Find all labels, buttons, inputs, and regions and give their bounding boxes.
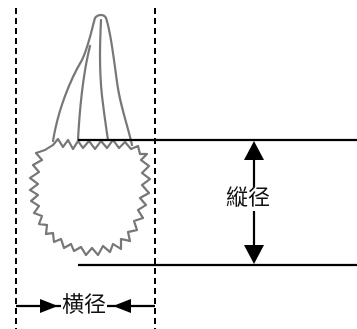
inner-right-ridge	[98, 18, 110, 142]
specimen-outline	[28, 13, 152, 257]
down-arrow-icon	[244, 245, 264, 264]
frilly-base-outline	[28, 137, 152, 257]
upper-outline	[51, 13, 134, 147]
inner-left-ridge	[76, 44, 92, 142]
horizontal-diameter-label: 横径	[61, 293, 108, 318]
left-arrow-icon	[113, 299, 131, 313]
vertical-diameter-label: 縦径	[224, 186, 273, 211]
up-arrow-icon	[244, 141, 264, 160]
right-arrow-icon	[40, 299, 58, 313]
